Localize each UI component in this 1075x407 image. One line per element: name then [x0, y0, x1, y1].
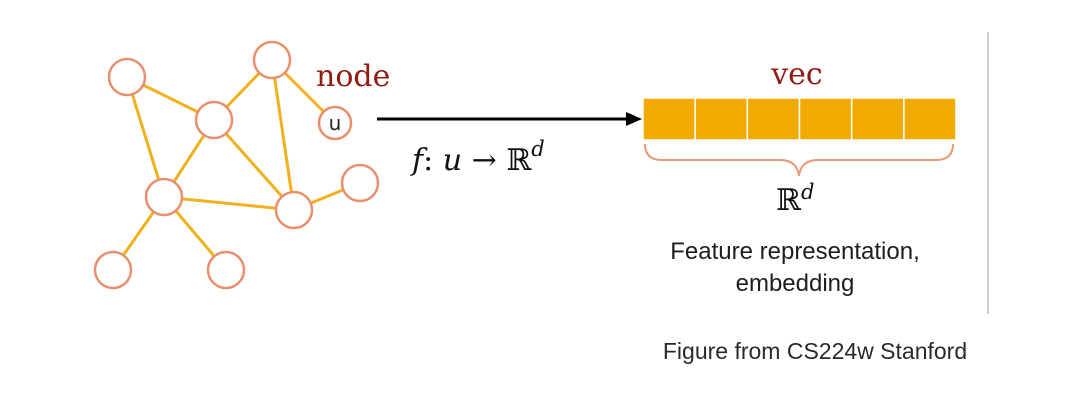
vector-cell — [798, 97, 853, 141]
edge — [125, 76, 166, 198]
edge — [270, 59, 296, 211]
mapping-arrow — [377, 112, 642, 126]
graph-node — [252, 40, 292, 80]
graph-node — [206, 250, 246, 290]
graph-node — [107, 57, 147, 97]
vec-label: vec — [770, 57, 823, 92]
edge — [212, 119, 296, 211]
vector-cell — [850, 97, 905, 141]
formula-reals: ℝ — [506, 143, 532, 178]
vector-cell — [903, 97, 957, 141]
feature-caption-line1: Feature representation, — [670, 238, 920, 265]
node-u-label: u — [329, 111, 342, 135]
source-caption: Figure from CS224w Stanford — [662, 338, 968, 364]
formula-colon: : — [423, 143, 443, 178]
vector-space-label: ℝd — [776, 180, 814, 218]
graph-node — [340, 163, 380, 203]
vector-cell — [642, 97, 696, 141]
mapping-formula: f: u → ℝd — [410, 137, 545, 178]
formula-u: u — [443, 143, 462, 178]
dimension-symbol: d — [800, 180, 815, 204]
graph-nodes — [93, 40, 380, 290]
graph-node — [93, 250, 133, 290]
graph-node — [194, 100, 234, 140]
vector-brace — [644, 143, 954, 177]
feature-caption: Feature representation, embedding — [630, 236, 960, 300]
graph-node — [274, 190, 314, 230]
vector-cell — [694, 97, 749, 141]
feature-caption-line2: embedding — [735, 270, 855, 297]
graph-node-u — [317, 105, 353, 141]
formula-arrow: → — [462, 143, 506, 178]
graph-node — [144, 177, 184, 217]
embedding-vector — [642, 97, 957, 141]
edge — [163, 195, 295, 212]
node-label: node — [316, 59, 390, 94]
reals-symbol: ℝ — [776, 183, 801, 218]
vector-cell — [746, 97, 801, 141]
formula-dim: d — [531, 137, 544, 161]
